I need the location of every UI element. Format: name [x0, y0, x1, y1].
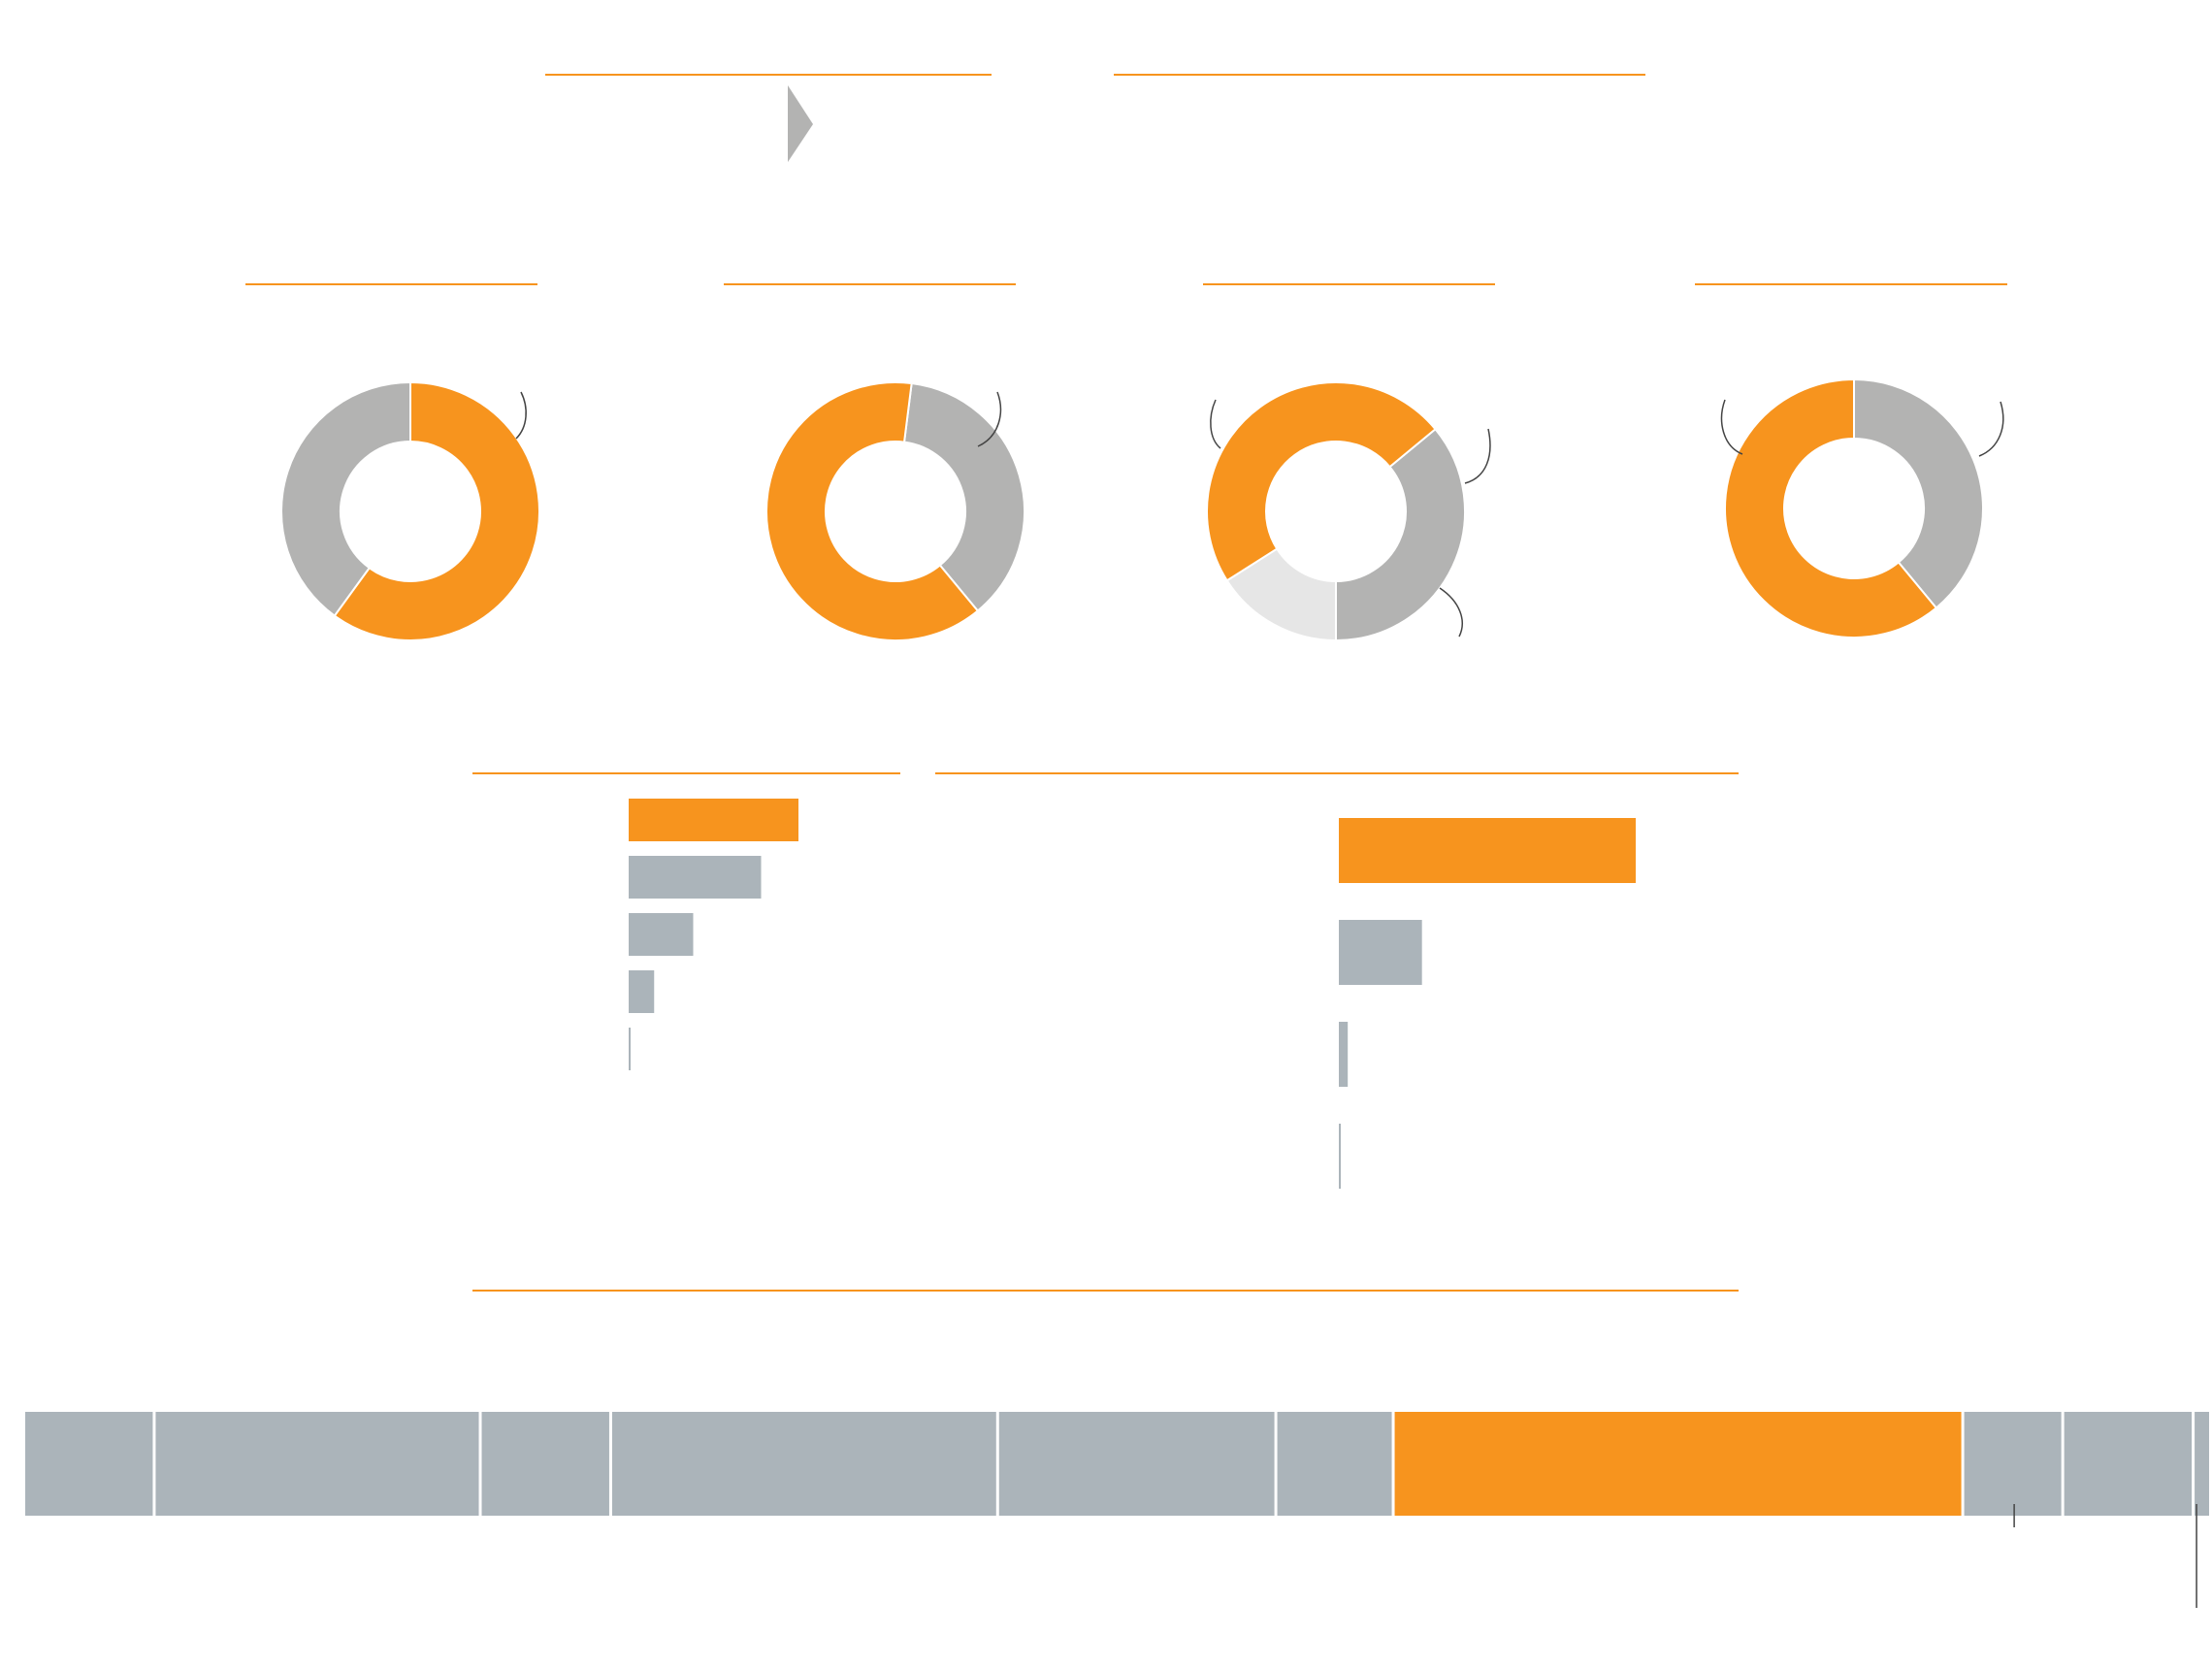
horizontal-bar-charts: [629, 799, 1636, 1189]
donut-1-slice-1: [333, 380, 540, 641]
donut-charts: [280, 377, 2004, 642]
donut-chart-1: [280, 380, 540, 641]
donut-3-leader-line-1: [1464, 428, 1491, 484]
stacked-segment-10: [2195, 1412, 2209, 1516]
bar-chart-1: [629, 799, 798, 1070]
donut-chart-3: [1205, 380, 1491, 642]
stacked-segment-3: [481, 1412, 609, 1516]
donut-3-slice-1: [1335, 427, 1466, 642]
donut-1-slice-2: [280, 380, 411, 617]
donut-4-slice-1: [1853, 377, 1984, 609]
donut-3-leader-line-3: [1210, 399, 1221, 449]
bar-chart-1-bar-2: [629, 856, 762, 899]
stacked-segment-6: [1277, 1412, 1392, 1516]
donut-4-slice-2: [1724, 377, 1938, 638]
stacked-segment-8: [1964, 1412, 2062, 1516]
section-rules: [245, 74, 2007, 1292]
bar-chart-2-bar-2: [1339, 920, 1422, 985]
bar-chart-2-bar-3: [1339, 1022, 1349, 1087]
donut-3-slice-3: [1205, 380, 1437, 582]
stacked-bar-chart: [25, 1412, 2209, 1608]
donut-4-leader-line-1: [1978, 401, 2004, 457]
bar-chart-2: [1339, 818, 1636, 1189]
donut-3-leader-line-2: [1439, 587, 1463, 638]
bar-chart-2-bar-1: [1339, 818, 1636, 883]
donut-4-leader-line-2: [1720, 399, 1743, 455]
bar-chart-1-bar-3: [629, 913, 694, 956]
stacked-segment-5: [998, 1412, 1275, 1516]
bar-chart-1-bar-5: [629, 1028, 631, 1070]
stacked-segment-7: [1394, 1412, 1962, 1516]
donut-2-slice-2: [765, 381, 980, 641]
bar-chart-1-bar-1: [629, 799, 798, 841]
donut-chart-2: [765, 381, 1025, 641]
play-triangle-shape: [788, 85, 813, 162]
stacked-segment-2: [155, 1412, 479, 1516]
stacked-segment-1: [25, 1412, 153, 1516]
stacked-segment-4: [611, 1412, 996, 1516]
donut-chart-4: [1720, 377, 2004, 638]
bar-chart-2-bar-4: [1339, 1124, 1341, 1189]
stacked-segment-9: [2064, 1412, 2193, 1516]
donut-1-leader-line-1: [515, 391, 527, 440]
play-triangle-icon: [788, 85, 813, 162]
bar-chart-1-bar-4: [629, 970, 655, 1013]
donut-2-leader-line-1: [977, 391, 1002, 447]
donut-2-slice-1: [902, 381, 1025, 612]
